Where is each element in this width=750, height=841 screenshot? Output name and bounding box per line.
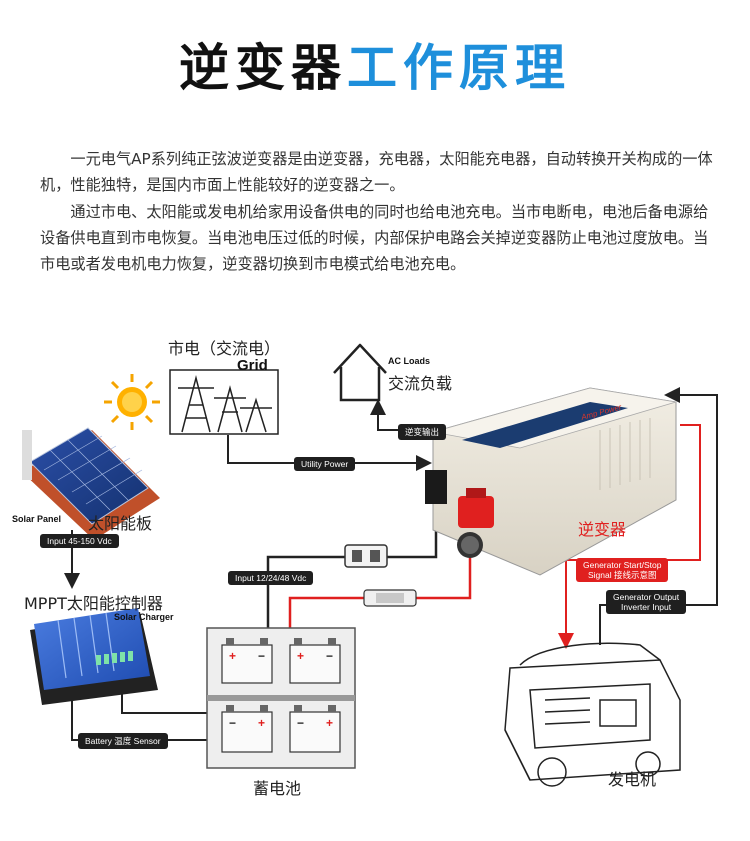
svg-text:−: − bbox=[229, 716, 236, 730]
svg-text:−: − bbox=[258, 649, 265, 663]
generator-signal-line-1: Generator Start/Stop bbox=[583, 560, 662, 570]
svg-text:+: + bbox=[297, 649, 304, 663]
sun-icon bbox=[104, 374, 160, 430]
solar-panel-icon bbox=[22, 427, 160, 540]
wire-generator-signal bbox=[558, 424, 701, 649]
generator-output-label: Generator Output Inverter Input bbox=[606, 590, 687, 614]
mppt-label: MPPT太阳能控制器 bbox=[24, 594, 163, 613]
generator-signal-line-2: Signal 接线示意图 bbox=[587, 570, 657, 580]
svg-text:+: + bbox=[258, 716, 265, 730]
title-part-2: 工作原理 bbox=[347, 39, 571, 97]
grid-label-cn: 市电（交流电） bbox=[168, 339, 281, 358]
generator-output-line-1: Generator Output bbox=[613, 592, 680, 602]
pv-input-label: Input 45-150 Vdc bbox=[40, 534, 119, 548]
wire-utility-power bbox=[227, 435, 432, 471]
pylon-icon bbox=[169, 369, 279, 435]
breaker-icon bbox=[344, 544, 388, 568]
battery-input-label: Input 12/24/48 Vdc bbox=[228, 571, 314, 585]
inverter-icon: Amp Power bbox=[425, 387, 677, 576]
ac-loads-label-cn: 交流负载 bbox=[388, 374, 453, 393]
house-icon bbox=[333, 343, 387, 402]
wire-mppt-battery bbox=[121, 690, 225, 714]
inverter-output-label: 逆变输出 bbox=[398, 424, 447, 440]
svg-text:−: − bbox=[326, 649, 333, 663]
page-title: 逆变器工作原理 bbox=[0, 28, 750, 100]
battery-label: 蓄电池 bbox=[253, 779, 302, 798]
battery-icon: + − + − − + − + bbox=[206, 627, 356, 769]
svg-text:+: + bbox=[326, 716, 333, 730]
intro-paragraph-1: 一元电气AP系列纯正弦波逆变器是由逆变器，充电器，太阳能充电器，自动转换开关构成… bbox=[40, 150, 713, 194]
svg-text:+: + bbox=[229, 649, 236, 663]
grid-label-en: Grid bbox=[237, 357, 268, 374]
solar-charger-label: Solar Charger bbox=[114, 612, 174, 622]
battery-sensor-label: Battery 温度 Sensor bbox=[78, 733, 168, 749]
inverter-label: 逆变器 bbox=[578, 520, 627, 539]
generator-icon bbox=[504, 642, 681, 787]
solar-panel-label-en: Solar Panel bbox=[12, 514, 62, 524]
generator-output-line-2: Inverter Input bbox=[621, 602, 672, 612]
utility-power-label: Utility Power bbox=[294, 457, 356, 471]
svg-text:−: − bbox=[297, 716, 304, 730]
mppt-controller-icon bbox=[30, 608, 158, 705]
fuse-icon bbox=[363, 589, 417, 607]
wire-battery-sensor bbox=[71, 694, 242, 748]
generator-signal-label: Generator Start/Stop Signal 接线示意图 bbox=[576, 558, 669, 582]
ac-loads-label-en: AC Loads bbox=[388, 356, 431, 366]
solar-panel-label-cn: 太阳能板 bbox=[88, 514, 153, 533]
wire-battery-red bbox=[288, 520, 472, 641]
title-part-1: 逆变器 bbox=[179, 39, 347, 97]
wire-generator-output bbox=[599, 387, 718, 645]
generator-label: 发电机 bbox=[608, 770, 657, 789]
intro-paragraph-2: 通过市电、太阳能或发电机给家用设备供电的同时也给电池充电。当市电断电，电池后备电… bbox=[40, 203, 709, 273]
